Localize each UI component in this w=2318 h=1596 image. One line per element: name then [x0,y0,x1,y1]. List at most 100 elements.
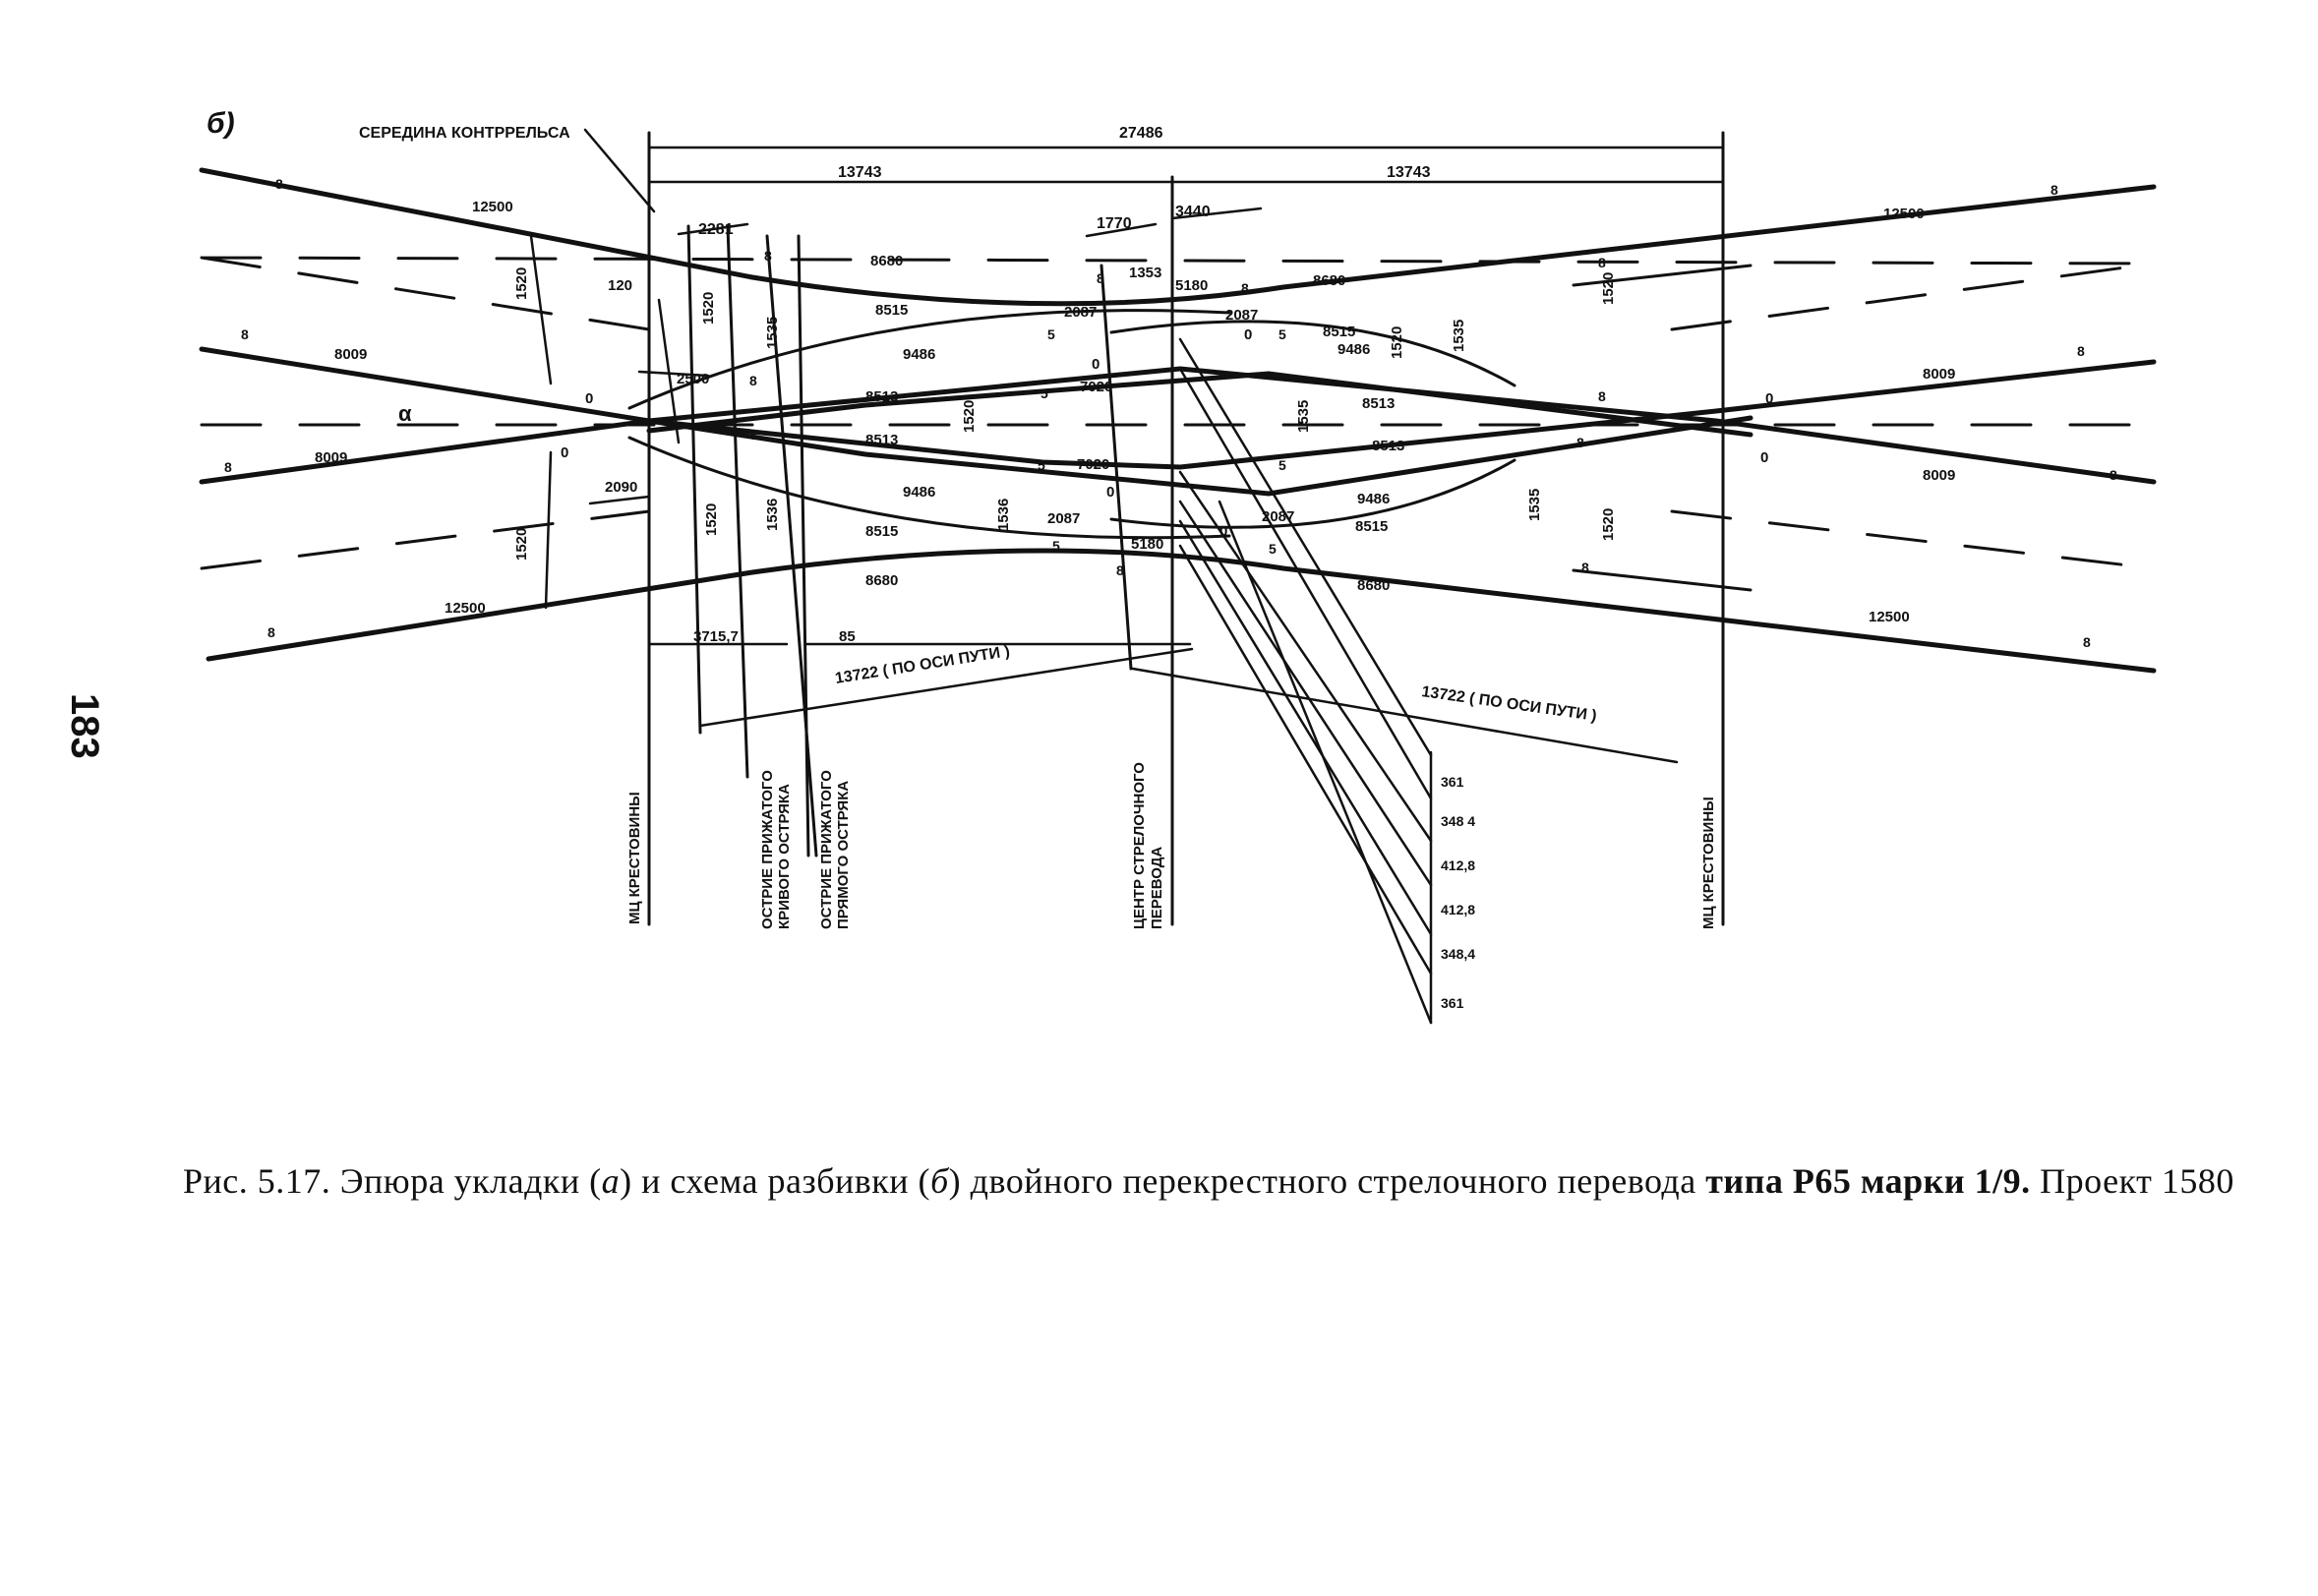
len-8009-r1: 8009 [1923,366,1955,383]
vlabel-ostrie-krivogo-1: ОСТРИЕ ПРИЖАТОГО [759,770,776,929]
mark-5-7: 5 [1269,541,1277,557]
len-8009-l1: 8009 [334,346,367,363]
mark-8-16: 8 [1116,562,1124,578]
dim-2281: 2281 [698,221,734,238]
page-number: 183 [63,693,106,759]
mark-8-15: 8 [1581,560,1589,575]
figure-caption: Рис. 5.17. Эпюра укладки (а) и схема раз… [183,1160,2233,1202]
vlabel-mc-right: МЦ КРЕСТОВИНЫ [1700,797,1717,929]
dimension-lines [529,128,1725,764]
mark-8-6: 8 [2077,343,2085,359]
ordinate-6: 361 [1441,995,1464,1011]
ordinate-1: 361 [1441,774,1464,790]
main-rails [199,167,2157,674]
len-8515-2: 8515 [1323,324,1355,340]
half-length-right: 13743 [1387,164,1431,181]
mark-8-3: 8 [224,459,232,475]
gauge-1536-2: 1536 [995,499,1012,531]
len-8009-l2: 8009 [315,449,347,466]
len-8515-1: 8515 [875,302,908,319]
len-9486-3: 9486 [1337,341,1370,358]
len-7020-bot: 7020 [1077,456,1109,473]
mark-0-8: 0 [1760,449,1768,466]
dim-5180-bottom: 5180 [1131,536,1163,553]
mark-0-5: 0 [1106,484,1114,501]
len-9486-4: 9486 [1357,491,1390,507]
len-8513-4: 8513 [1372,438,1404,454]
mark-8-11: 8 [1241,280,1249,296]
mark-8-8: 8 [2083,634,2091,650]
vlabel-mc-left: МЦ КРЕСТОВИНЫ [626,792,643,924]
mark-8-13: 8 [1598,388,1606,404]
dim-5180-top: 5180 [1175,277,1208,294]
len-8009-r2: 8009 [1923,467,1955,484]
curve-rails [627,264,1753,592]
len-9486-2: 9486 [903,484,935,501]
dim-3715: 3715,7 [693,628,739,645]
caption-a: а [601,1161,621,1201]
caption-prefix: Рис. 5.17. Эпюра укладки ( [183,1161,602,1201]
reference-lines [647,131,1725,926]
mark-5-2: 5 [1040,385,1048,401]
alpha-label: α [398,401,412,426]
dim-120: 120 [608,277,632,294]
mark-0-4: 0 [1244,326,1252,343]
track-axes [200,256,2156,570]
vlabel-ostrie-pryamogo-2: ПРЯМОГО ОСТРЯКА [835,781,852,929]
half-length-left: 13743 [838,164,882,181]
vlabel-center-1: ЦЕНТР СТРЕЛОЧНОГО [1131,762,1148,929]
dim-2090: 2090 [605,479,637,496]
gauge-1535-4: 1535 [1526,489,1543,521]
mark-8-18: 8 [749,427,757,443]
gauge-1520-4: 1520 [703,503,720,536]
dim-85: 85 [839,628,856,645]
len-8680-3: 8680 [865,572,898,589]
len-9486-1: 9486 [903,346,935,363]
caption-bold: типа Р65 марки 1/9. [1705,1161,2031,1201]
ordinate-2: 348 4 [1441,813,1475,829]
caption-suffix: ) двойного перекрестного стрелочного пер… [948,1161,1706,1201]
mark-8-2: 8 [241,326,249,342]
len-2087-2: 2087 [1225,307,1258,324]
mark-8-7: 8 [2110,467,2117,483]
len-7020-top: 7020 [1080,379,1112,395]
len-2087-3: 2087 [1047,510,1080,527]
gauge-1535-1: 1535 [764,317,781,349]
gauge-1520-2: 1520 [513,528,530,561]
vlabel-ostrie-krivogo-2: КРИВОГО ОСТРЯКА [776,784,793,929]
len-8680-4: 8680 [1357,577,1390,594]
contrarail-label: СЕРЕДИНА КОНТРРЕЛЬСА [359,125,570,142]
gauge-1520-5: 1520 [961,400,978,433]
gauge-1520-8: 1520 [1600,508,1617,541]
caption-tail: Проект 1580 [2030,1161,2234,1201]
len-12500-bot-left: 12500 [445,600,486,617]
mark-8-9: 8 [764,248,772,264]
mark-8-17: 8 [749,373,757,388]
len-2087-4: 2087 [1262,508,1294,525]
mark-5-4: 5 [1052,538,1060,554]
mark-5-1: 5 [1047,326,1055,342]
mark-0-3: 0 [1092,356,1100,373]
len-8515-3: 8515 [865,523,898,540]
len-12500-top-left: 12500 [472,199,513,215]
gauge-1520-7: 1520 [1600,272,1617,305]
mark-0-2: 0 [561,444,568,461]
len-2087-1: 2087 [1064,304,1097,321]
mark-5-6: 5 [1278,457,1286,473]
mark-8-10: 8 [1097,270,1104,286]
len-8513-3: 8513 [1362,395,1395,412]
dim-1770: 1770 [1097,215,1132,232]
ordinate-lines [1178,337,1433,1025]
dim-2500: 2500 [677,371,709,387]
len-12500-bot-right: 12500 [1869,609,1910,625]
mark-0-7: 0 [1765,390,1773,407]
dim-1353: 1353 [1129,265,1161,281]
len-8513-2: 8513 [865,432,898,448]
mark-8-1: 8 [275,176,283,192]
len-8680-1: 8680 [870,253,903,269]
len-8513-1: 8513 [865,388,898,405]
mark-8-5: 8 [2051,182,2058,198]
caption-middle: ) и схема разбивки ( [620,1161,931,1201]
mark-8-12: 8 [1598,255,1606,270]
